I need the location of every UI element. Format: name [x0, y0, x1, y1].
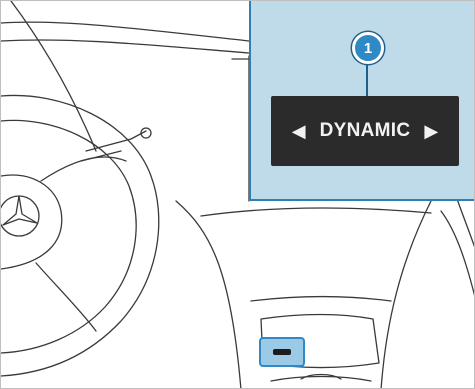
drive-program-switch-highlight — [259, 337, 305, 367]
callout-marker: 1 — [352, 32, 384, 64]
drive-mode-label: DYNAMIC — [320, 120, 411, 142]
dashboard-line-2 — [1, 40, 249, 53]
door-panel-line — [441, 211, 475, 301]
dashboard-line — [1, 22, 249, 41]
control-stalk — [86, 131, 146, 151]
a-pillar-line — [11, 1, 96, 151]
console-trim — [251, 297, 391, 302]
left-arrow-icon: ◀ — [292, 122, 306, 140]
console-top — [201, 208, 431, 216]
control-stalk-2 — [81, 151, 121, 161]
display-detail-inset: 1 ◀ DYNAMIC ▶ — [249, 1, 475, 201]
console-left-edge — [176, 201, 241, 389]
console-lower — [271, 377, 371, 382]
steering-wheel-rim-inner — [1, 120, 136, 353]
wheel-spoke-bottom — [36, 263, 96, 331]
switch-slot — [273, 349, 291, 355]
console-right-edge — [381, 201, 431, 389]
right-arrow-icon: ▶ — [424, 122, 438, 140]
drive-program-display: ◀ DYNAMIC ▶ — [271, 96, 459, 166]
seat-edge — [456, 196, 475, 251]
